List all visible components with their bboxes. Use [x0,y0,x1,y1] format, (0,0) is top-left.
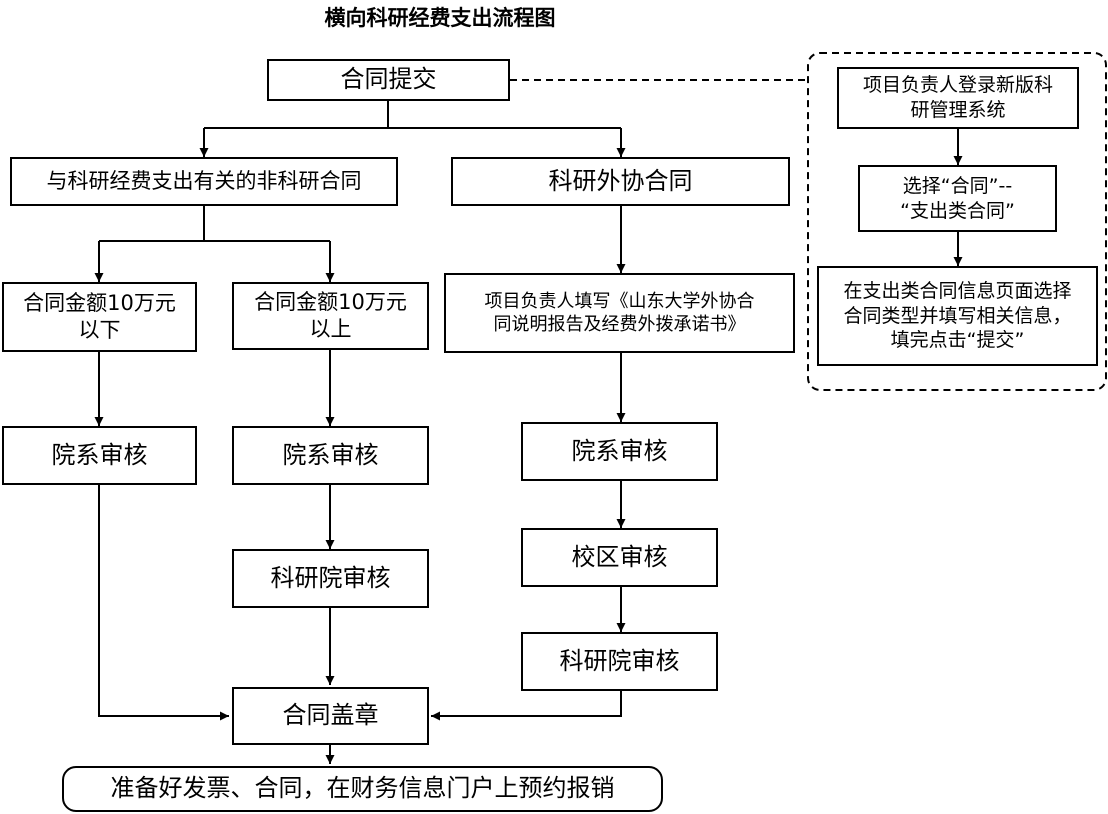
side-panel-frame [807,52,1107,391]
side-node-login: 项目负责人登录新版科 研管理系统 [837,67,1079,129]
diagram-title: 横向科研经费支出流程图 [324,6,556,30]
node-outsource-contract: 科研外协合同 [451,157,790,206]
node-non-research-contract: 与科研经费支出有关的非科研合同 [10,157,398,206]
node-research-review-middle: 科研院审核 [232,549,429,608]
node-dept-review-middle: 院系审核 [232,426,429,485]
side-node-select-contract: 选择“合同”-- “支出类合同” [858,165,1057,232]
node-amount-below: 合同金额10万元 以下 [2,282,197,352]
node-research-review-right: 科研院审核 [521,632,718,691]
node-dept-review-right: 院系审核 [521,422,718,481]
side-node-fill-info: 在支出类合同信息页面选择 合同类型并填写相关信息， 填完点击“提交” [817,266,1098,366]
node-fill-report: 项目负责人填写《山东大学外协合 同说明报告及经费外拨承诺书》 [444,273,795,353]
node-contract-seal: 合同盖章 [232,687,429,745]
edge-dept-a-to-seal [98,484,229,721]
node-amount-above: 合同金额10万元 以上 [232,282,429,350]
edge-research-c-to-seal [431,690,622,721]
node-contract-submit: 合同提交 [267,59,510,101]
node-dept-review-left: 院系审核 [2,426,197,485]
node-campus-review: 校区审核 [521,528,718,587]
node-reimbursement-booking: 准备好发票、合同，在财务信息门户上预约报销 [62,766,663,812]
